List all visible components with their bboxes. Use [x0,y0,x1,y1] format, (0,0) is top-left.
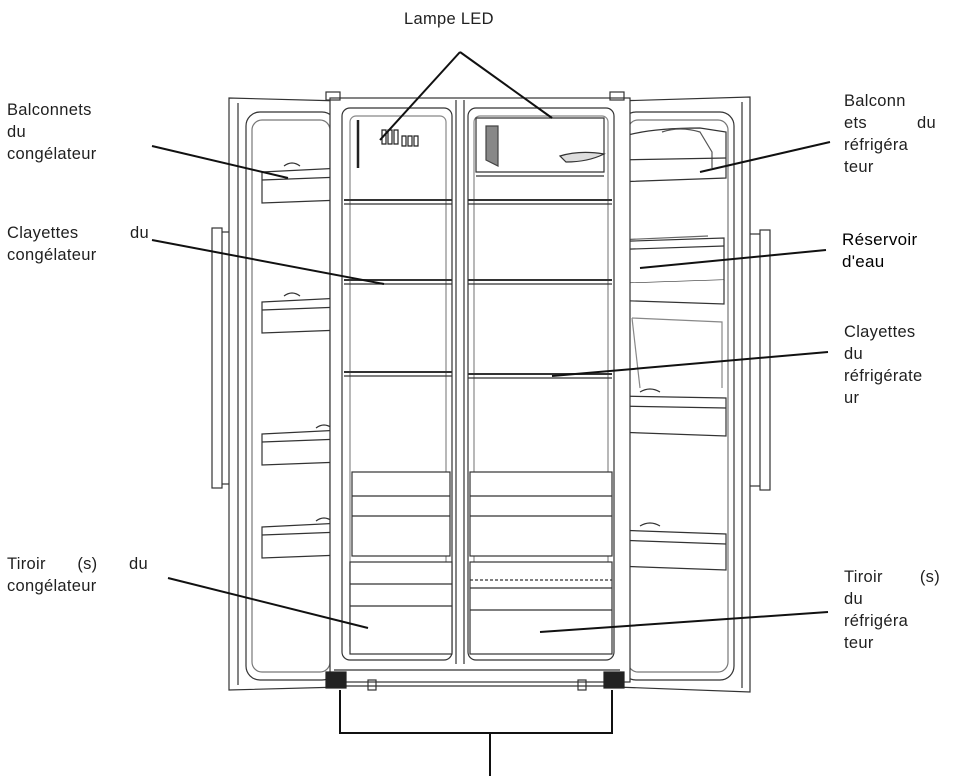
label-freezer-shelves: Clayettes du congélateur [7,224,149,264]
label-fridge-drawers: Tiroir (s) du réfrigéra teur [844,568,940,652]
label-freezer-drawers: Tiroir (s) du congélateur [7,555,148,595]
freezer-door [211,97,343,691]
label-freezer-balconies: Balconnets du congélateur [7,101,97,163]
fridge-balcony-top [613,127,727,183]
fridge-door [601,96,771,693]
freezer-drawers [349,471,453,655]
fridge-control-unit [475,117,606,177]
fridge-drawers [469,471,613,655]
label-fridge-shelves: Clayettes du réfrigérate ur [844,323,923,407]
cabinet [325,91,631,691]
label-fridge-balconies: Balconn ets du réfrigéra teur [844,92,936,176]
leader-lines [151,51,831,776]
label-led-lamp: Lampe LED [404,10,494,28]
fridge-shelves [468,199,612,379]
water-tank-shape [601,235,725,305]
freezer-balcony-3 [261,424,343,466]
label-water-tank: Réservoir d'eau [842,230,918,271]
freezer-led-lamp [356,120,419,168]
freezer-balcony-2 [261,292,343,334]
cabinet-base [325,669,625,691]
